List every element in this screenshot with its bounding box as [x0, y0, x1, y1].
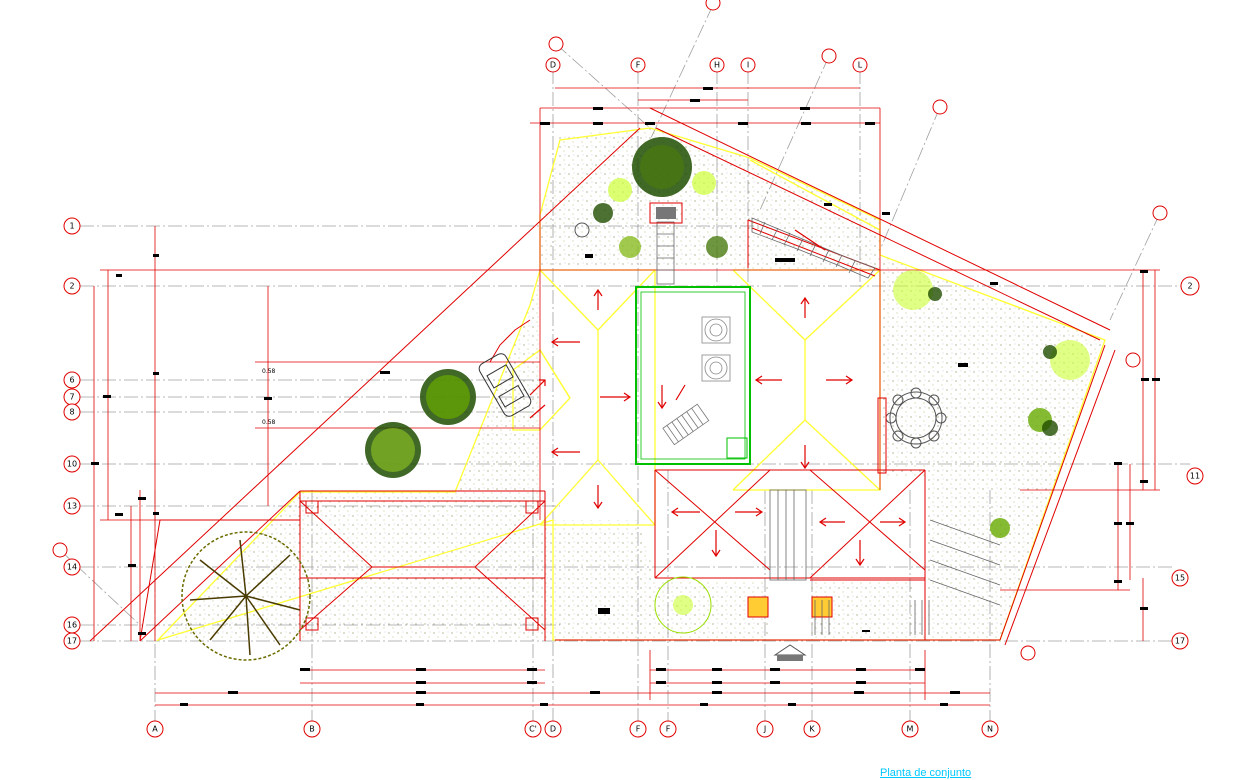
dimension-lines	[93, 87, 1160, 706]
grid-label-bottom: M	[907, 725, 914, 734]
large-tree-icon	[181, 531, 311, 661]
grid-bubbles-right	[1171, 276, 1204, 650]
grid-label-top: H	[714, 61, 720, 70]
grid-label-top: L	[858, 61, 863, 70]
grid-label-right: 17	[1175, 637, 1185, 646]
grid-label-left: 8	[69, 408, 74, 417]
grid-label-left: 14	[67, 563, 77, 572]
grid-label-bottom: J	[763, 725, 766, 734]
grid-label-left: 17	[67, 637, 77, 646]
grid-label-bottom: F	[666, 725, 671, 734]
grid-label-bottom: B	[309, 725, 315, 734]
grid-bubbles-bottom	[146, 720, 999, 738]
grid-label-right: 2	[1187, 282, 1192, 291]
grid-label-top: D	[550, 61, 556, 70]
grid-label-left: 6	[69, 376, 74, 385]
dining-table-icon	[885, 387, 947, 449]
grid-label-bottom: C'	[529, 725, 537, 734]
grid-label-left: 2	[69, 282, 74, 291]
drawing-caption: Planta de conjunto	[880, 767, 972, 779]
small-markers	[585, 254, 968, 632]
courtyard	[635, 286, 751, 465]
grid-label-right: 15	[1175, 574, 1185, 583]
grid-label-bottom: A	[152, 725, 158, 734]
dim-label-upper: 0.58	[262, 368, 276, 375]
grid-label-bottom: F	[636, 725, 641, 734]
grid-bubbles-top	[52, 0, 1168, 661]
grid-bubbles-left	[63, 217, 81, 650]
building-outline	[89, 107, 1116, 646]
grid-label-left: 10	[67, 460, 77, 469]
dimension-markers	[91, 87, 1160, 706]
parking-stripes	[814, 519, 1001, 635]
palm-icon	[654, 576, 712, 634]
staircase	[656, 217, 876, 581]
bench-outline	[877, 397, 887, 474]
grid-label-top: F	[636, 61, 641, 70]
grid-label-left: 16	[67, 621, 77, 630]
slope-arrows	[529, 229, 907, 567]
grid-label-bottom: K	[809, 725, 815, 734]
dim-label-lower: 0.58	[262, 419, 276, 426]
grid-label-left: 7	[69, 393, 74, 402]
trees	[181, 137, 1090, 661]
grid-label-bottom: N	[987, 725, 993, 734]
grid-label-left: 1	[69, 222, 74, 231]
lounge-chair-icon	[662, 403, 710, 446]
grid-label-top: I	[747, 61, 749, 70]
grid-label-bottom: D	[550, 725, 556, 734]
grid-label-left: 13	[67, 502, 77, 511]
grid-label-right: 11	[1190, 472, 1200, 481]
planter-icon	[701, 316, 731, 382]
car-icon	[478, 353, 532, 417]
